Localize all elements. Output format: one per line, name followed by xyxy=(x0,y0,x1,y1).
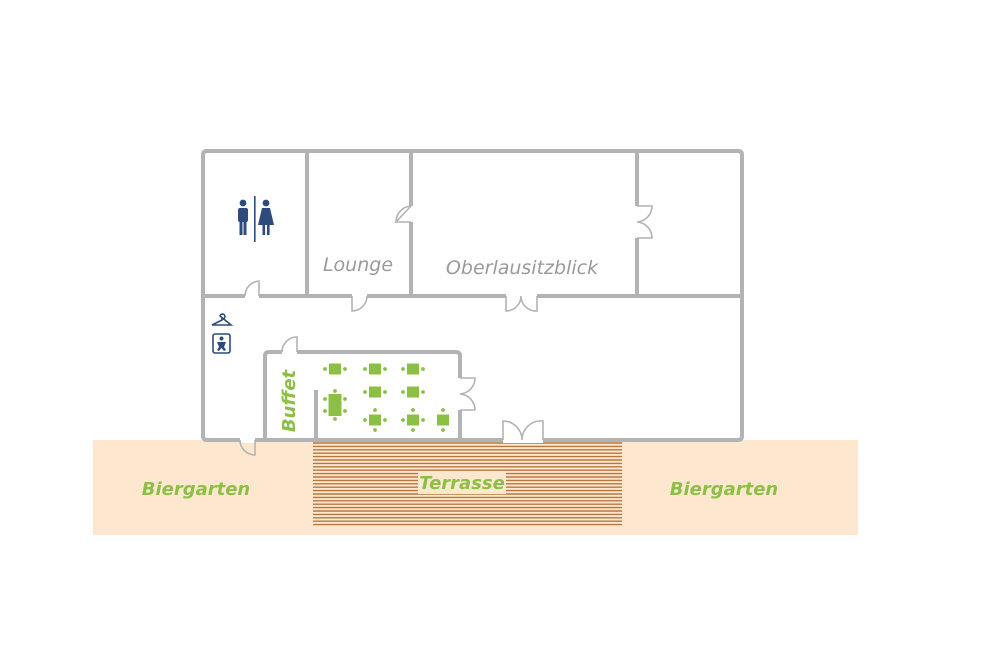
label-biergarten-right: Biergarten xyxy=(670,479,779,500)
buffet-chair xyxy=(373,428,377,432)
buffet-chair xyxy=(363,390,367,394)
restroom-women-icon xyxy=(258,199,274,235)
buffet-table xyxy=(328,394,342,416)
buffet-chair xyxy=(383,367,387,371)
buffet-table xyxy=(369,386,381,398)
buffet-table xyxy=(329,363,341,375)
buffet-chair xyxy=(383,390,387,394)
buffet-table xyxy=(407,363,419,375)
buffet-chair xyxy=(343,409,347,413)
buffet-room xyxy=(263,350,462,440)
restroom-men-icon xyxy=(238,199,248,235)
buffet-table xyxy=(369,363,381,375)
buffet-chair xyxy=(401,367,405,371)
restroom-divider xyxy=(254,196,256,242)
buffet-chair xyxy=(401,390,405,394)
building-outline xyxy=(201,149,744,442)
buffet-chair xyxy=(323,409,327,413)
baby-changing-icon xyxy=(212,333,231,354)
buffet-chair xyxy=(373,408,377,412)
buffet-chair xyxy=(333,417,337,421)
buffet-chair xyxy=(383,418,387,422)
buffet-chair xyxy=(441,428,445,432)
room-label-buffet: Buffet xyxy=(279,368,300,432)
buffet-chair xyxy=(343,397,347,401)
buffet-chair xyxy=(401,418,405,422)
buffet-chair xyxy=(323,367,327,371)
wardrobe-hanger-icon xyxy=(211,313,234,326)
buffet-table xyxy=(407,386,419,398)
buffet-chair xyxy=(441,408,445,412)
buffet-tables xyxy=(323,363,449,432)
buffet-chair xyxy=(343,367,347,371)
buffet-chair xyxy=(421,418,425,422)
label-terrasse: Terrasse xyxy=(419,473,505,494)
room-label-lounge: Lounge xyxy=(323,254,393,276)
buffet-table xyxy=(437,414,449,426)
buffet-chair xyxy=(411,428,415,432)
terrasse-label-bg xyxy=(418,471,506,494)
buffet-chair xyxy=(323,397,327,401)
buffet-table xyxy=(369,414,381,426)
buffet-chair xyxy=(421,390,425,394)
doors xyxy=(239,205,653,456)
buffet-chair xyxy=(363,418,367,422)
buffet-chair xyxy=(421,367,425,371)
label-biergarten-left: Biergarten xyxy=(142,479,251,500)
room-label-oberlausitzblick: Oberlausitzblick xyxy=(446,257,599,279)
buffet-chair xyxy=(333,389,337,393)
buffet-chair xyxy=(411,408,415,412)
buffet-table xyxy=(407,414,419,426)
buffet-chair xyxy=(363,367,367,371)
